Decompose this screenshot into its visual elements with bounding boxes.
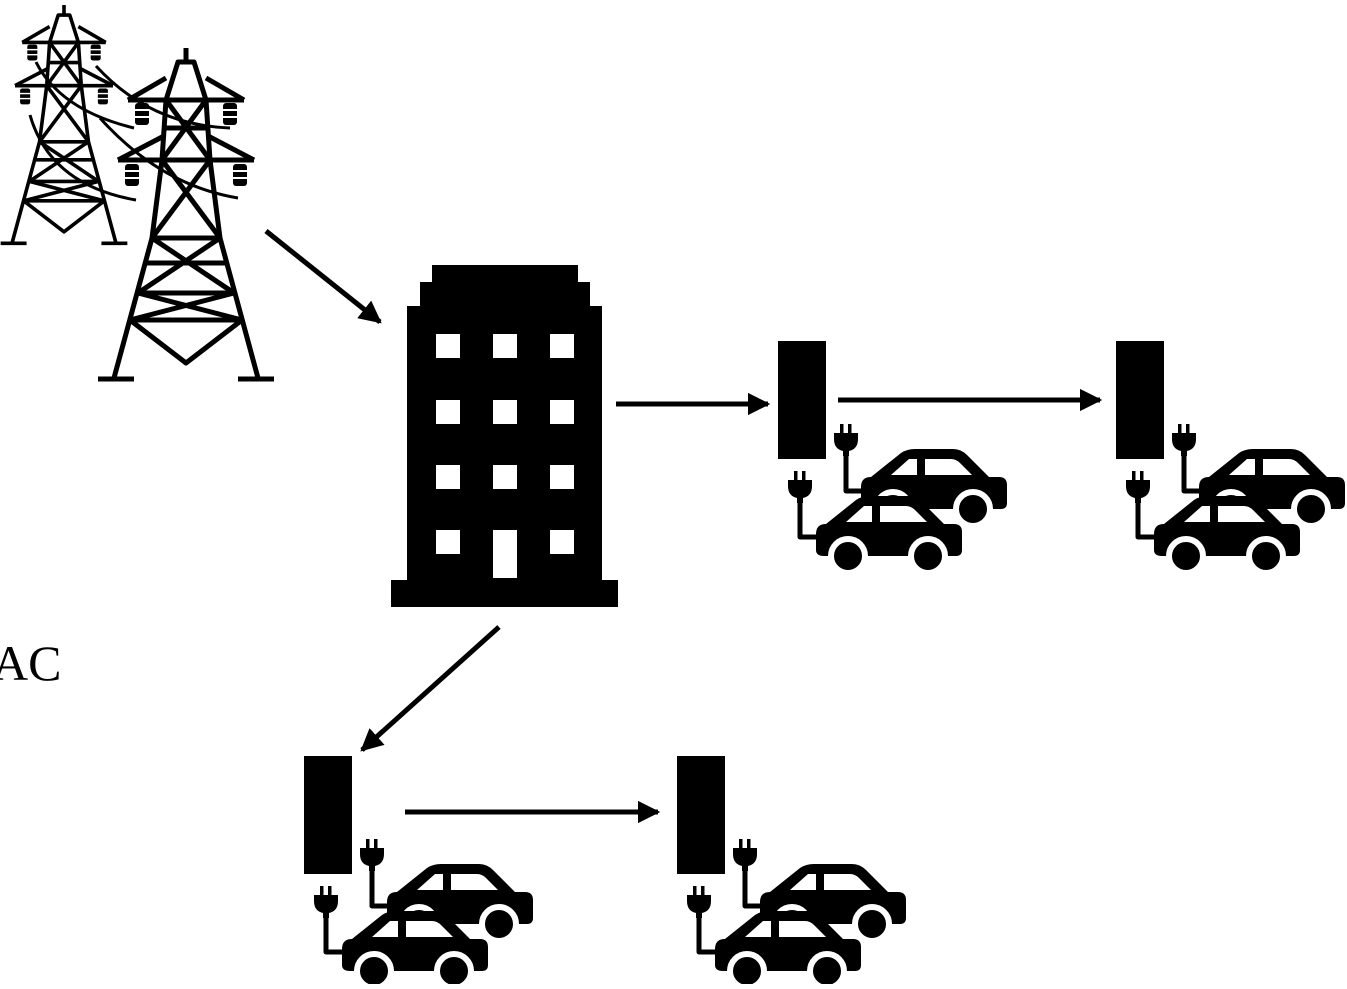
office-building-icon: [391, 265, 618, 607]
charging-station-lower-1: [304, 756, 533, 984]
power-transmission-towers-icon: [0, 3, 274, 379]
arrow-building-to-station-3: [360, 625, 501, 752]
arrow-grid-to-building: [264, 229, 382, 324]
charging-station-upper-1: [778, 341, 1007, 573]
charging-station-upper-2: [1116, 341, 1345, 573]
ac-label: AC: [0, 635, 62, 691]
charging-station-lower-2: [677, 756, 906, 984]
